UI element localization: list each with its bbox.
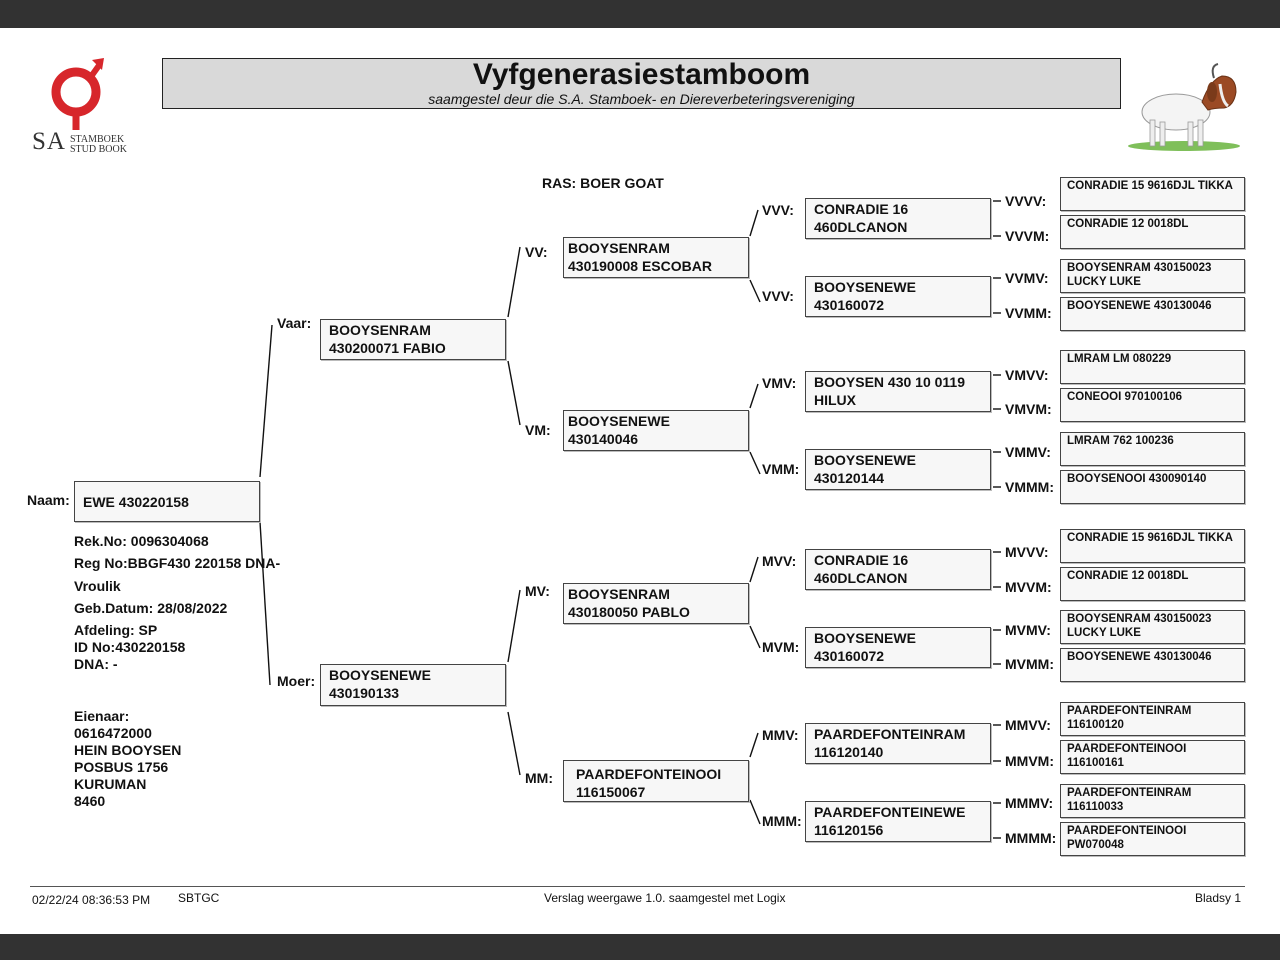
mvmm-label: MVMM: xyxy=(1005,656,1054,672)
breed-label: RAS: BOER GOAT xyxy=(542,175,664,191)
mmv-label: MMV: xyxy=(762,727,799,743)
vvmv-label: VVMV: xyxy=(1005,270,1049,286)
vmvm-label: VMVM: xyxy=(1005,401,1052,417)
vvv-label: VVV: xyxy=(762,202,794,218)
mvvm-box: CONRADIE 12 0018DL xyxy=(1060,567,1245,601)
footer-code: SBTGC xyxy=(178,891,220,905)
footer-divider xyxy=(30,886,1245,887)
vv-box: BOOYSENRAM 430190008 ESCOBAR xyxy=(563,237,749,278)
footer-report: Verslag weergawe 1.0. saamgestel met Log… xyxy=(544,891,786,905)
vvvm-box: CONRADIE 12 0018DL xyxy=(1060,215,1245,249)
mvv-label: MVV: xyxy=(762,553,797,569)
mm-box: PAARDEFONTEINOOI 116150067 xyxy=(563,760,749,802)
studbook-symbol-icon xyxy=(51,58,104,130)
sa-studbook-logo: SA STAMBOEK STUD BOOK xyxy=(30,58,140,158)
subject-animal-box: EWE 430220158 xyxy=(74,481,260,522)
vvmm-box: BOOYSENEWE 430130046 xyxy=(1060,297,1245,331)
page-title: Vyfgenerasiestamboom xyxy=(472,58,811,91)
vv-label: VV: xyxy=(525,244,548,260)
mv-box: BOOYSENRAM 430180050 PABLO xyxy=(563,583,749,624)
page-subtitle: saamgestel deur die S.A. Stamboek- en Di… xyxy=(428,91,855,107)
logo-line-2: STUD BOOK xyxy=(70,144,127,155)
mmvm-box: PAARDEFONTEINOOI 116100161 xyxy=(1060,740,1245,774)
mmm-label: MMM: xyxy=(762,813,802,829)
mvm-label: MVM: xyxy=(762,639,800,655)
mvvv-box: CONRADIE 15 9616DJL TIKKA xyxy=(1060,529,1245,563)
vvvv-label: VVVV: xyxy=(1005,193,1047,209)
mmmm-label: MMMM: xyxy=(1005,830,1057,846)
top-bar xyxy=(0,0,1280,28)
vmvv-box: LMRAM LM 080229 xyxy=(1060,350,1245,384)
logo-line-1: STAMBOEK xyxy=(70,134,125,145)
bottom-bar xyxy=(0,934,1280,960)
mmvv-box: PAARDEFONTEINRAM 116100120 xyxy=(1060,702,1245,736)
moer-label: Moer: xyxy=(277,673,316,689)
mvmv-box: BOOYSENRAM 430150023 LUCKY LUKE xyxy=(1060,610,1245,644)
vaar-label: Vaar: xyxy=(277,315,312,331)
mmm-box: PAARDEFONTEINEWE 116120156 xyxy=(805,801,991,842)
mvmv-label: MVMV: xyxy=(1005,622,1051,638)
vvvm-label: VVVM: xyxy=(1005,228,1050,244)
mmvv-label: MMVV: xyxy=(1005,717,1051,733)
rek-no: Rek.No: 0096304068 xyxy=(74,533,209,549)
logo-studbook-text: STAMBOEK STUD BOOK xyxy=(70,135,127,155)
mmvm-label: MMVM: xyxy=(1005,753,1054,769)
vvmv-box: BOOYSENRAM 430150023 LUCKY LUKE xyxy=(1060,259,1245,293)
vmmm-box: BOOYSENOOI 430090140 xyxy=(1060,470,1245,504)
footer-page: Bladsy 1 xyxy=(1195,891,1242,905)
footer-timestamp: 02/22/24 08:36:53 PM xyxy=(32,893,151,907)
mvmm-box: BOOYSENEWE 430130046 xyxy=(1060,648,1245,682)
mvv-box: CONRADIE 16 460DLCANON xyxy=(805,549,991,590)
vvmm-label: VVMM: xyxy=(1005,305,1052,321)
vmvv-label: VMVV: xyxy=(1005,367,1049,383)
vmm-label: VMM: xyxy=(762,461,800,477)
mv-label: MV: xyxy=(525,583,550,599)
vmv-label: VMV: xyxy=(762,375,797,391)
title-box: Vyfgenerasiestamboom saamgestel deur die… xyxy=(162,58,1121,109)
mmmv-box: PAARDEFONTEINRAM 116110033 xyxy=(1060,784,1245,818)
mvvv-label: MVVV: xyxy=(1005,544,1049,560)
vmv-box: BOOYSEN 430 10 0119 HILUX xyxy=(805,371,991,412)
vm-box: BOOYSENEWE 430140046 xyxy=(563,410,749,451)
vmmv-label: VMMV: xyxy=(1005,444,1051,460)
vvvv-box: CONRADIE 15 9616DJL TIKKA xyxy=(1060,177,1245,211)
mmmv-label: MMMV: xyxy=(1005,795,1054,811)
vvm-label: VVV: xyxy=(762,288,794,304)
vmvm-box: CONEOOI 970100106 xyxy=(1060,388,1245,422)
sex: Vroulik xyxy=(74,578,121,594)
vvv-box: CONRADIE 16 460DLCANON xyxy=(805,198,991,239)
owner-details: Eienaar: 0616472000 HEIN BOOYSEN POSBUS … xyxy=(74,708,182,809)
goat-illustration xyxy=(1128,63,1240,151)
dam-box: BOOYSENEWE 430190133 xyxy=(320,664,506,706)
vm-label: VM: xyxy=(525,422,551,438)
naam-label: Naam: xyxy=(27,492,70,508)
mvvm-label: MVVM: xyxy=(1005,579,1052,595)
reg-no: Reg No:BBGF430 220158 DNA- xyxy=(74,555,281,571)
vmmm-label: VMMM: xyxy=(1005,479,1054,495)
vmmv-box: LMRAM 762 100236 xyxy=(1060,432,1245,466)
mmv-box: PAARDEFONTEINRAM 116120140 xyxy=(805,723,991,764)
mvm-box: BOOYSENEWE 430160072 xyxy=(805,627,991,668)
logo-sa-text: SA xyxy=(32,128,66,155)
animal-details: Afdeling: SP ID No:430220158 DNA: - xyxy=(74,622,186,672)
birth-date: Geb.Datum: 28/08/2022 xyxy=(74,600,228,616)
mmmm-box: PAARDEFONTEINOOI PW070048 xyxy=(1060,822,1245,856)
sire-box: BOOYSENRAM 430200071 FABIO xyxy=(320,319,506,360)
mm-label: MM: xyxy=(525,770,553,786)
vvm-box: BOOYSENEWE 430160072 xyxy=(805,276,991,317)
vmm-box: BOOYSENEWE 430120144 xyxy=(805,449,991,490)
